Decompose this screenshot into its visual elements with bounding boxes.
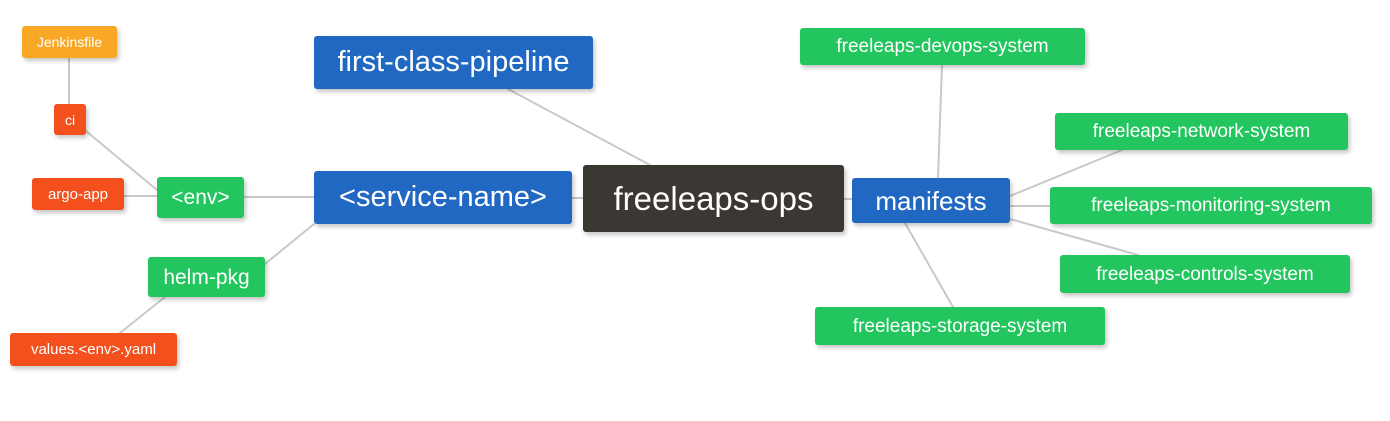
node-jenkinsfile[interactable]: Jenkinsfile xyxy=(22,26,117,58)
node-freeleaps-network-system[interactable]: freeleaps-network-system xyxy=(1055,113,1348,150)
node-values-env-yaml[interactable]: values.<env>.yaml xyxy=(10,333,177,366)
node-label-argo-app: argo-app xyxy=(47,185,109,203)
node-freeleaps-monitoring-system[interactable]: freeleaps-monitoring-system xyxy=(1050,187,1372,224)
node-ci[interactable]: ci xyxy=(54,104,86,135)
node-label-ci: ci xyxy=(64,111,76,128)
node-label-manifests: manifests xyxy=(875,185,987,216)
node-freeleaps-controls-system[interactable]: freeleaps-controls-system xyxy=(1060,255,1350,293)
node-service-name[interactable]: <service-name> xyxy=(314,171,572,224)
node-label-freeleaps-controls-system: freeleaps-controls-system xyxy=(1096,263,1314,285)
node-label-jenkinsfile: Jenkinsfile xyxy=(36,34,103,50)
node-freeleaps-ops[interactable]: freeleaps-ops xyxy=(583,165,844,232)
edge-first-class-pipeline-to-freeleaps-ops xyxy=(507,88,651,166)
node-env[interactable]: <env> xyxy=(157,177,244,218)
node-label-service-name: <service-name> xyxy=(339,181,547,213)
node-freeleaps-devops-system[interactable]: freeleaps-devops-system xyxy=(800,28,1085,65)
node-label-freeleaps-storage-system: freeleaps-storage-system xyxy=(852,315,1068,337)
node-freeleaps-storage-system[interactable]: freeleaps-storage-system xyxy=(815,307,1105,345)
node-label-env: <env> xyxy=(171,186,230,209)
node-helm-pkg[interactable]: helm-pkg xyxy=(148,257,265,297)
edge-helm-pkg-to-values-env-yaml xyxy=(119,296,166,334)
edge-manifests-to-freeleaps-devops-system xyxy=(937,64,943,179)
node-label-freeleaps-devops-system: freeleaps-devops-system xyxy=(836,36,1049,57)
edge-manifests-to-freeleaps-controls-system xyxy=(1009,218,1139,256)
node-label-freeleaps-monitoring-system: freeleaps-monitoring-system xyxy=(1091,195,1331,216)
node-argo-app[interactable]: argo-app xyxy=(32,178,124,210)
node-label-freeleaps-network-system: freeleaps-network-system xyxy=(1092,121,1311,142)
node-label-helm-pkg: helm-pkg xyxy=(163,265,250,289)
node-first-class-pipeline[interactable]: first-class-pipeline xyxy=(314,36,593,89)
node-label-first-class-pipeline: first-class-pipeline xyxy=(337,46,570,78)
node-manifests[interactable]: manifests xyxy=(852,178,1010,223)
edge-service-name-to-helm-pkg xyxy=(264,223,315,265)
edge-manifests-to-freeleaps-storage-system xyxy=(904,222,954,308)
node-label-values-env-yaml: values.<env>.yaml xyxy=(30,341,157,358)
node-label-freeleaps-ops: freeleaps-ops xyxy=(613,180,814,217)
